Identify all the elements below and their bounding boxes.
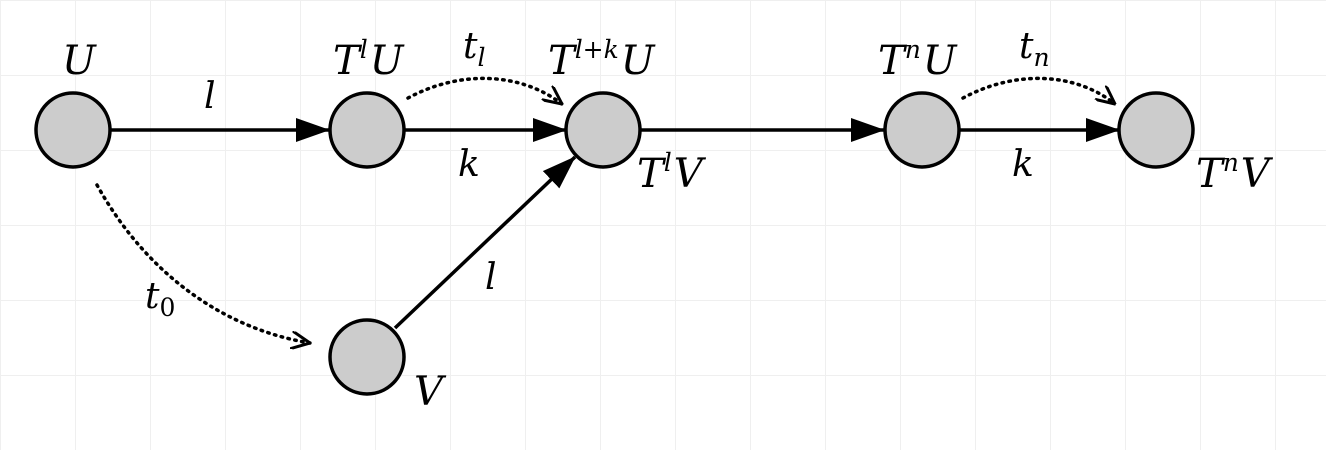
label-tlv: TlV bbox=[637, 148, 707, 197]
node-u bbox=[34, 91, 112, 169]
edge-label-l-top: l bbox=[204, 76, 216, 117]
dotted-edge-tlu-to-tlku bbox=[406, 76, 562, 104]
edge-label-k-first: k bbox=[458, 144, 480, 185]
node-tnv bbox=[1117, 91, 1195, 169]
node-tlku bbox=[564, 91, 642, 169]
edge-v-to-tlku bbox=[393, 155, 577, 330]
edge-label-k-second: k bbox=[1012, 144, 1034, 185]
node-tlu bbox=[328, 91, 406, 169]
dotted-label-t0: t0 bbox=[145, 276, 175, 322]
label-tlu: TlU bbox=[333, 35, 405, 84]
dotted-edge-tnu-to-tnv bbox=[961, 76, 1115, 104]
dotted-edge-u-to-v bbox=[95, 183, 310, 343]
label-tlku: Tl+kU bbox=[548, 35, 656, 84]
dotted-label-tn: tn bbox=[1019, 26, 1050, 72]
label-tnv: TnV bbox=[1196, 148, 1274, 197]
dotted-label-tl: tl bbox=[463, 26, 485, 72]
label-v: V bbox=[414, 369, 447, 415]
label-tnu: TnU bbox=[878, 35, 958, 84]
node-v bbox=[328, 318, 406, 396]
edge-label-l-diagonal: l bbox=[485, 257, 497, 298]
node-tnu bbox=[883, 91, 961, 169]
label-u: U bbox=[62, 38, 97, 84]
